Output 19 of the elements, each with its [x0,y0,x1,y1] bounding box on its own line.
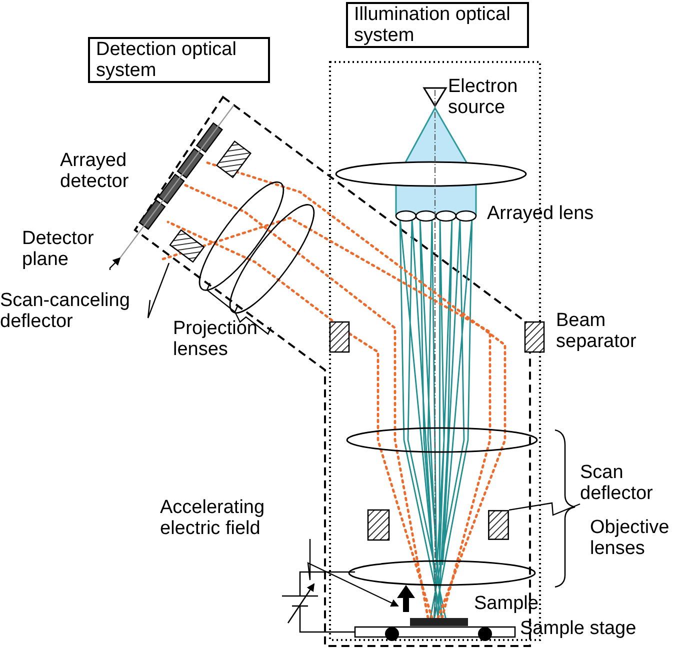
part-label: Accelerating electric field [160,497,310,539]
part-label: Objective lenses [590,517,670,559]
leader-line [508,502,580,516]
deflector-block [488,510,509,540]
part-label: Arrayed detector [60,150,130,192]
part-label: Sample stage [520,618,638,639]
part-label: Arrayed lens [487,203,595,224]
part-label: Beam separator [556,310,638,352]
leader-line [109,257,121,270]
part-label: Scan deflector [580,462,690,504]
part-label: Scan-canceling deflector [0,290,150,332]
part-label: Sample [474,593,540,614]
part-label: Electron source [448,76,519,118]
title-box: Illumination optical system [346,2,529,48]
leader-line [307,539,399,607]
part-label: Detector plane [22,228,122,270]
leader-line [147,262,170,319]
part-label: Projection lenses [173,318,258,360]
title-box: Detection optical system [88,37,270,83]
